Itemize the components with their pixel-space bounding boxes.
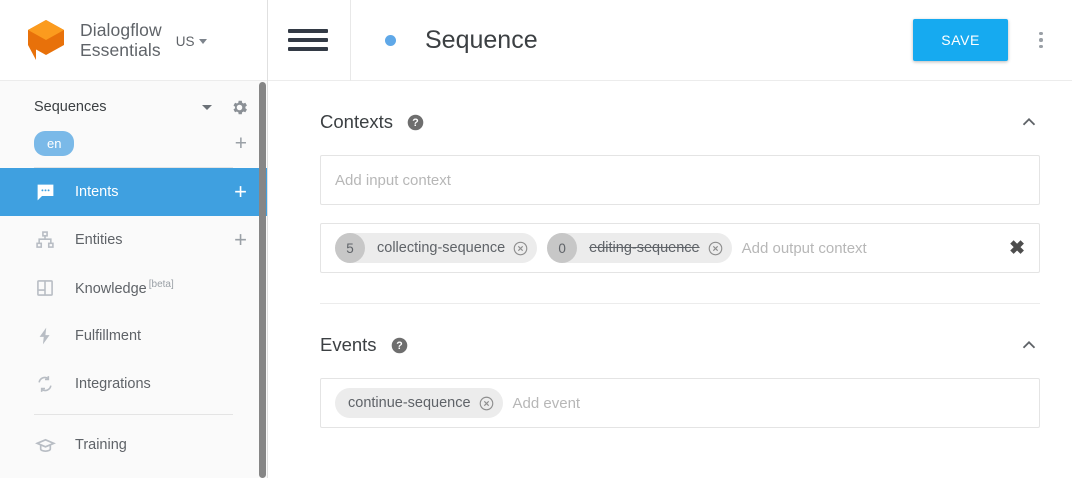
chip-label: continue-sequence: [348, 395, 471, 411]
caret-down-icon: [198, 38, 207, 44]
output-context-placeholder: Add output context: [741, 239, 867, 257]
save-button[interactable]: SAVE: [913, 19, 1008, 61]
svg-text:?: ?: [412, 117, 418, 129]
hierarchy-icon: [34, 229, 56, 251]
events-title: Events: [320, 334, 377, 355]
top-bar: Sequence SAVE: [268, 0, 1072, 81]
brand-name-line2: Essentials: [80, 40, 161, 60]
gear-icon[interactable]: [230, 98, 249, 117]
hamburger-menu-icon[interactable]: [288, 29, 328, 51]
events-section: Events ? continue-: [320, 304, 1040, 428]
close-x-icon[interactable]: ✖: [1009, 237, 1025, 259]
chevron-up-icon[interactable]: [1018, 111, 1040, 133]
lightning-icon: [34, 325, 56, 347]
more-vertical-icon[interactable]: [1024, 31, 1058, 49]
events-header: Events ?: [320, 330, 1040, 360]
language-row: en +: [0, 125, 267, 161]
sidebar-item-training[interactable]: Training: [0, 421, 267, 469]
language-chip-en[interactable]: en: [34, 130, 75, 156]
add-intent-button[interactable]: +: [234, 179, 247, 204]
plus-icon[interactable]: +: [234, 131, 247, 155]
scrollbar-thumb[interactable]: [259, 82, 266, 478]
input-context-field[interactable]: Add input context: [320, 155, 1040, 205]
divider: [34, 167, 233, 168]
sidebar-item-integrations[interactable]: Integrations: [0, 360, 267, 408]
contexts-title: Contexts: [320, 111, 394, 132]
section-divider: [320, 303, 1040, 304]
output-context-chip[interactable]: 5 collecting-sequence: [335, 233, 538, 263]
input-context-placeholder: Add input context: [335, 171, 451, 189]
agent-name: Sequences: [34, 99, 107, 115]
output-context-chip[interactable]: 0 editing-sequence: [547, 233, 732, 263]
divider: [34, 414, 233, 415]
brand-header[interactable]: Dialogflow Essentials US: [0, 0, 267, 81]
caret-down-icon[interactable]: [202, 104, 212, 110]
content-area: Contexts ? Add input context: [268, 81, 1072, 428]
help-circle-icon[interactable]: ?: [391, 337, 408, 354]
events-field[interactable]: continue-sequence Add event: [320, 378, 1040, 428]
sidebar: Dialogflow Essentials US Sequences en +: [0, 0, 268, 478]
sidebar-item-label: Knowledge[beta]: [75, 279, 174, 297]
chip-lifespan-count: 0: [547, 233, 578, 263]
sync-arrows-icon: [34, 373, 56, 395]
main-panel: Sequence SAVE Contexts ?: [268, 0, 1072, 478]
sidebar-item-entities[interactable]: Entities +: [0, 216, 267, 264]
sidebar-item-intents[interactable]: Intents +: [0, 168, 267, 216]
dialogflow-cube-logo: [24, 17, 68, 63]
chip-label: collecting-sequence: [377, 240, 506, 256]
sidebar-item-fulfillment[interactable]: Fulfillment: [0, 312, 267, 360]
chip-lifespan-count: 5: [335, 233, 365, 263]
remove-circle-icon[interactable]: [708, 241, 723, 256]
beta-badge: [beta]: [148, 279, 174, 291]
contexts-section: Contexts ? Add input context: [320, 81, 1040, 273]
sidebar-item-label: Training: [75, 437, 127, 453]
page-title: Sequence: [425, 25, 538, 54]
region-selector[interactable]: US: [176, 34, 207, 49]
svg-text:?: ?: [396, 340, 402, 352]
brand-name: Dialogflow Essentials: [80, 20, 162, 60]
chip-label: editing-sequence: [589, 240, 700, 256]
sidebar-item-label: Intents: [75, 184, 119, 200]
chat-bubble-icon: [34, 181, 56, 203]
sidebar-item-label: Integrations: [75, 376, 151, 392]
brand-name-line1: Dialogflow: [80, 20, 162, 40]
remove-circle-icon[interactable]: [479, 396, 494, 411]
status-dot-blue: [385, 34, 396, 46]
sidebar-scrollbar[interactable]: [259, 82, 266, 478]
contexts-header: Contexts ?: [320, 107, 1040, 137]
sidebar-item-knowledge[interactable]: Knowledge[beta]: [0, 264, 267, 312]
chevron-up-icon[interactable]: [1018, 334, 1040, 356]
help-circle-icon[interactable]: ?: [407, 114, 424, 131]
agent-selector[interactable]: Sequences: [0, 89, 267, 125]
sidebar-item-label: Fulfillment: [75, 328, 142, 344]
event-chip[interactable]: continue-sequence: [335, 388, 503, 418]
graduation-cap-icon: [34, 434, 56, 456]
divider: [350, 0, 351, 81]
book-icon: [34, 277, 56, 299]
remove-circle-icon[interactable]: [513, 241, 528, 256]
region-label: US: [175, 33, 195, 49]
events-placeholder: Add event: [512, 394, 581, 412]
sidebar-item-label: Entities: [75, 232, 123, 248]
output-context-field[interactable]: 5 collecting-sequence 0 editing-sequence: [320, 223, 1040, 273]
add-entity-button[interactable]: +: [234, 227, 247, 252]
